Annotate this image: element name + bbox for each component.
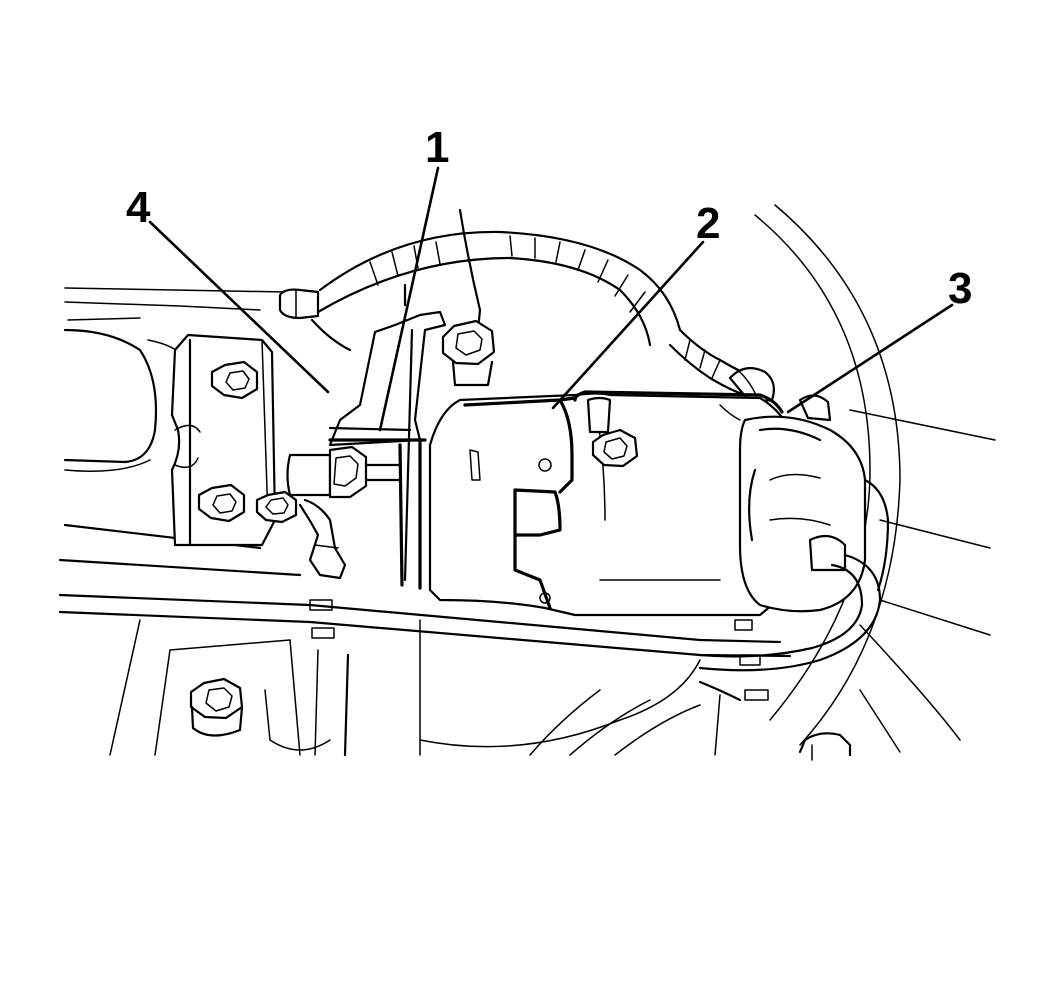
leader-4 bbox=[148, 220, 330, 394]
leader-2 bbox=[551, 240, 705, 410]
distributor-cap bbox=[309, 415, 890, 702]
leader-1 bbox=[378, 166, 440, 432]
leader-3 bbox=[786, 303, 954, 414]
callout-1: 1 bbox=[425, 123, 449, 172]
mounting-block bbox=[170, 333, 298, 547]
callout-3: 3 bbox=[948, 264, 972, 313]
distributor-body bbox=[428, 390, 792, 617]
bolts bbox=[189, 319, 496, 737]
distributor-clamp bbox=[286, 310, 447, 590]
callout-4: 4 bbox=[126, 183, 151, 232]
callout-2: 2 bbox=[696, 199, 720, 248]
callout-labels: 1 2 3 4 bbox=[126, 123, 972, 313]
leader-lines bbox=[148, 166, 954, 432]
